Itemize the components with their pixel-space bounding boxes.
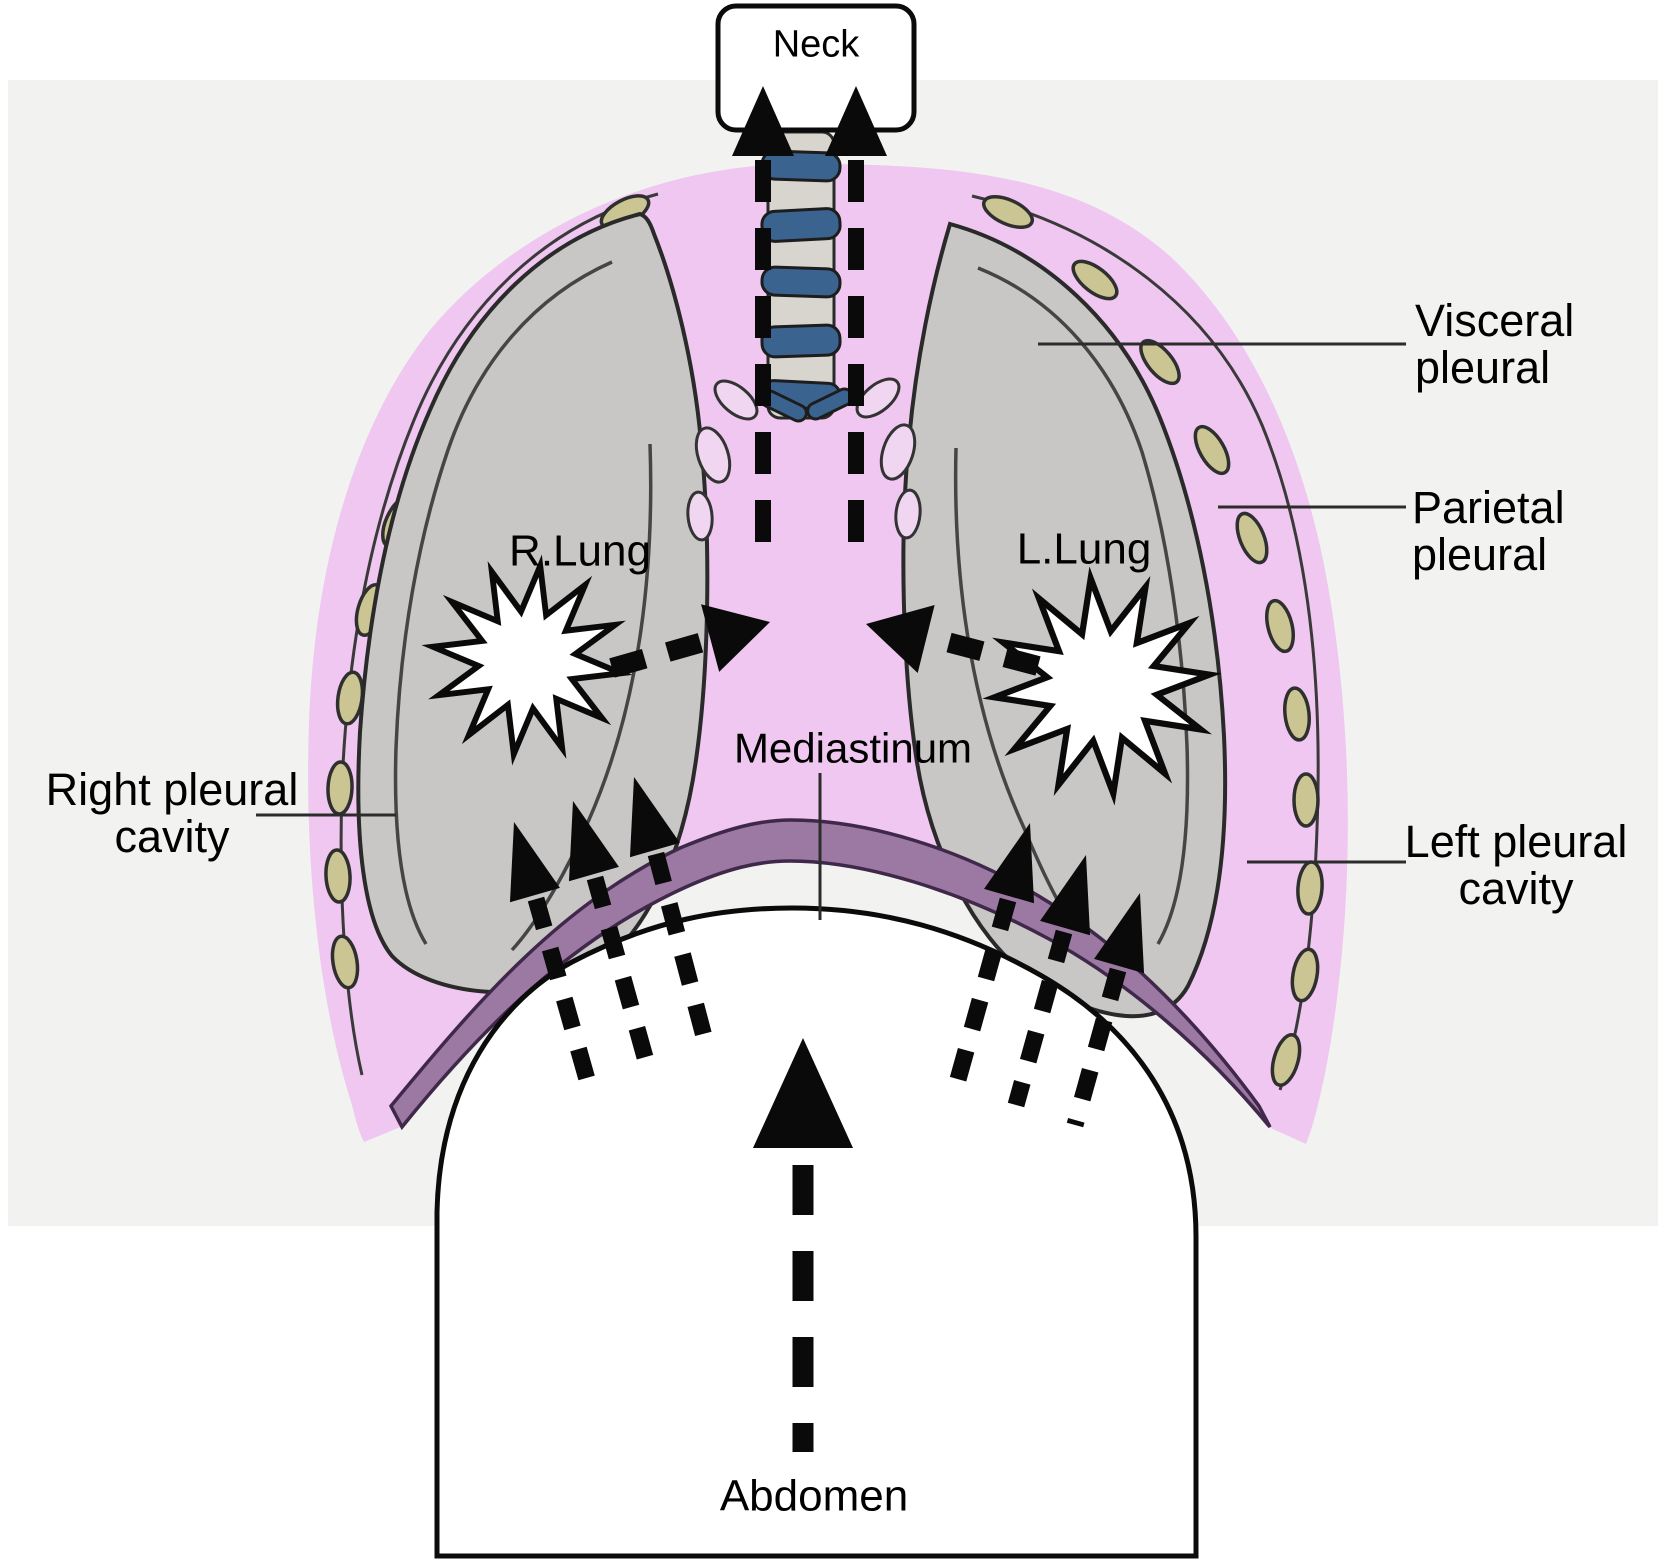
arrow-abdomen-up: [753, 1038, 853, 1452]
arrows-abdomen-to-left-pleura: [948, 823, 1145, 1128]
left-pleural-cavity-line1: Left pleural: [1404, 816, 1628, 867]
visceral-pleural-line1: Visceral: [1415, 295, 1575, 346]
arrows-abdomen-to-right-pleura: [509, 777, 715, 1093]
arrow-rlung-to-mediastinum: [609, 604, 770, 678]
left-lung-burst-icon: [982, 566, 1222, 806]
parietal-pleural-line1: Parietal: [1412, 482, 1565, 533]
visceral-pleural-line2: pleural: [1415, 342, 1551, 393]
arrow-llung-to-mediastinum: [866, 605, 1041, 676]
trachea: [686, 130, 922, 542]
right-lung-burst-icon: [421, 554, 633, 766]
abdomen-dome: [434, 905, 1199, 1559]
mediastinum-label: Mediastinum: [733, 724, 973, 772]
visceral-pleural-label: Visceral pleural: [1415, 297, 1574, 391]
right-lung-label: R.Lung: [509, 526, 651, 576]
spread-arrows: [509, 86, 1145, 1452]
right-pleural-cavity-label: Right pleural cavity: [46, 766, 299, 860]
left-pleural-cavity-line2: cavity: [1458, 863, 1574, 914]
arrow-to-neck-left: [732, 86, 794, 556]
right-pleural-cavity-line2: cavity: [114, 811, 230, 862]
left-pleural-cavity-label: Left pleural cavity: [1405, 818, 1628, 912]
arrow-to-neck-right: [825, 86, 887, 556]
parietal-pleural-line2: pleural: [1412, 529, 1548, 580]
trachea-cartilage-rings: [760, 149, 854, 423]
leader-lines: [256, 342, 1406, 920]
abdomen-label: Abdomen: [719, 1471, 909, 1521]
right-pleural-cavity-line1: Right pleural: [45, 764, 299, 815]
left-lung-label: L.Lung: [1016, 524, 1152, 574]
parietal-pleural-label: Parietal pleural: [1412, 484, 1565, 578]
neck-label: Neck: [772, 23, 860, 66]
hilum-squiggles: [686, 377, 922, 542]
diaphragm-band: [388, 818, 1272, 1131]
